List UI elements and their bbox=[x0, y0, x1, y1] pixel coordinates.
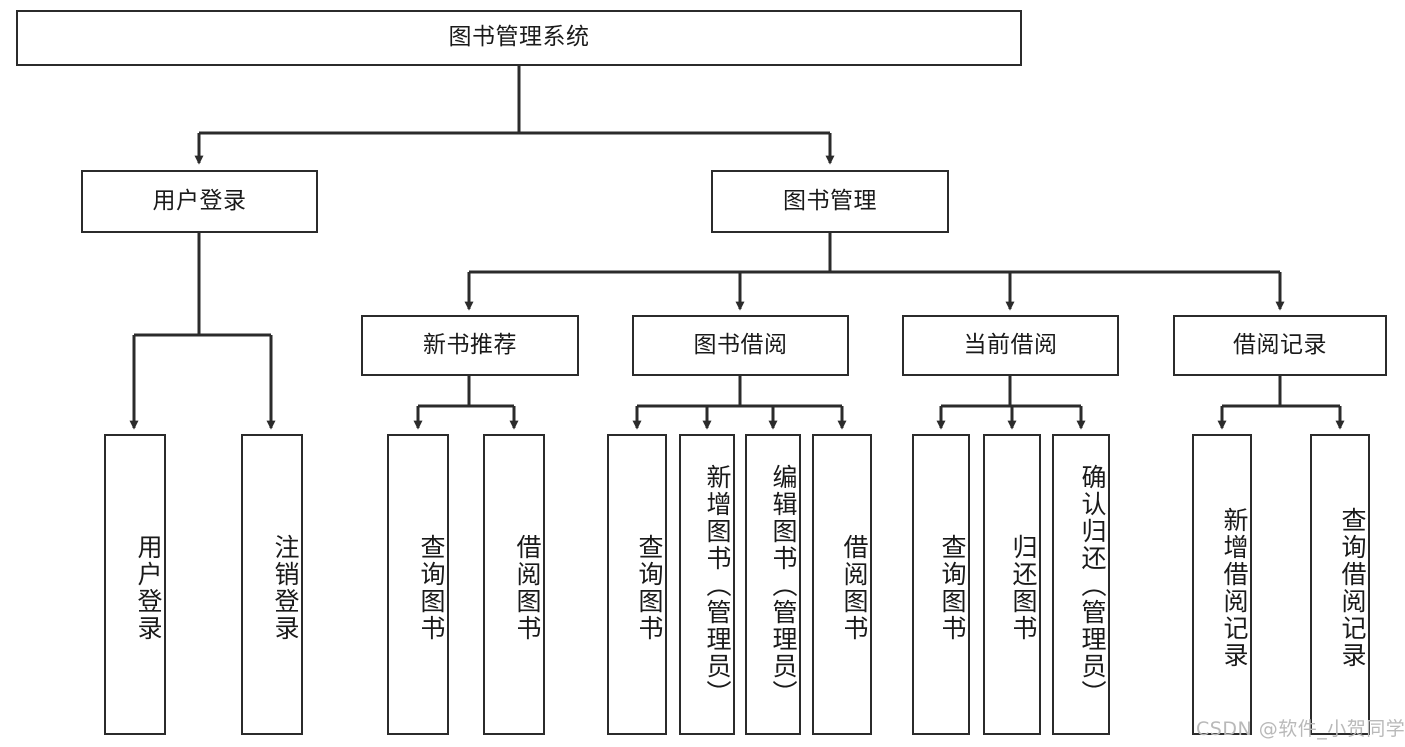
node-leaf-confirm-return-admin[interactable]: 确认归还（管理员） bbox=[1052, 434, 1110, 735]
node-leaf-edit-book-admin[interactable]: 编辑图书（管理员） bbox=[745, 434, 801, 735]
node-user-login[interactable]: 用户登录 bbox=[81, 170, 318, 233]
node-leaf-logout[interactable]: 注销登录 bbox=[241, 434, 303, 735]
node-leaf-add-borrow-record[interactable]: 新增借阅记录 bbox=[1192, 434, 1252, 735]
node-book-borrow[interactable]: 图书借阅 bbox=[632, 315, 849, 376]
node-leaf-query-book-borrow[interactable]: 查询图书 bbox=[607, 434, 667, 735]
node-leaf-borrow-book-recommend[interactable]: 借阅图书 bbox=[483, 434, 545, 735]
node-leaf-query-book-current[interactable]: 查询图书 bbox=[912, 434, 970, 735]
node-leaf-return-book[interactable]: 归还图书 bbox=[983, 434, 1041, 735]
node-current-borrow[interactable]: 当前借阅 bbox=[902, 315, 1119, 376]
node-new-book-recommend[interactable]: 新书推荐 bbox=[361, 315, 579, 376]
node-book-management[interactable]: 图书管理 bbox=[711, 170, 949, 233]
csdn-watermark: CSDN @软件_小贺同学 bbox=[1196, 718, 1405, 740]
node-leaf-user-login[interactable]: 用户登录 bbox=[104, 434, 166, 735]
node-leaf-query-borrow-record[interactable]: 查询借阅记录 bbox=[1310, 434, 1370, 735]
node-leaf-query-book-recommend[interactable]: 查询图书 bbox=[387, 434, 449, 735]
node-leaf-borrow-book-borrow[interactable]: 借阅图书 bbox=[812, 434, 872, 735]
node-root-system[interactable]: 图书管理系统 bbox=[16, 10, 1022, 66]
node-borrow-record[interactable]: 借阅记录 bbox=[1173, 315, 1387, 376]
node-leaf-add-book-admin[interactable]: 新增图书（管理员） bbox=[679, 434, 735, 735]
